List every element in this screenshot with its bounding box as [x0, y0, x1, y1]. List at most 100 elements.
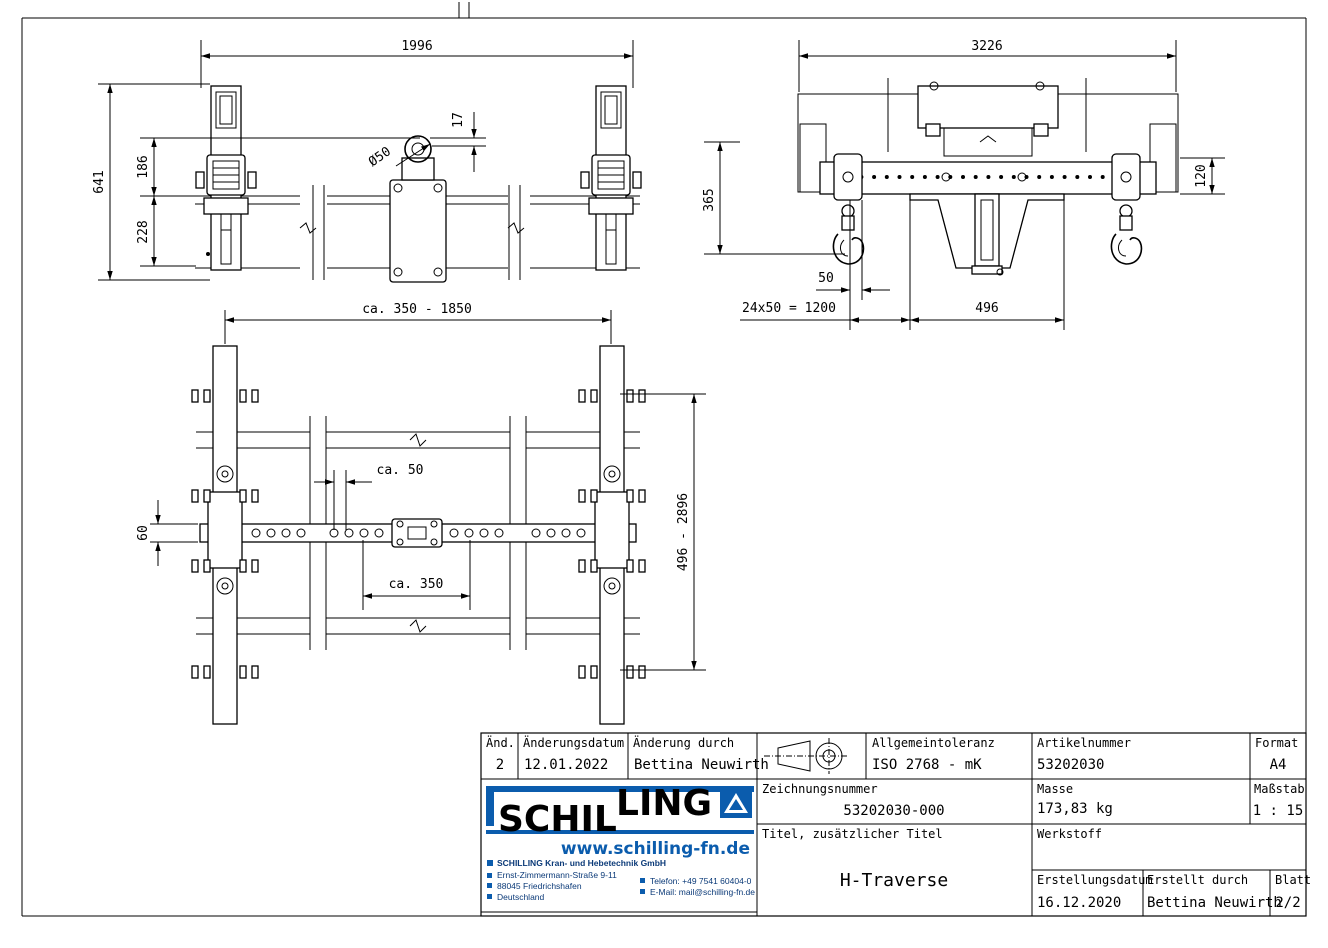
hole	[1088, 175, 1092, 179]
company-country: Deutschland	[497, 892, 545, 902]
dim-top-block: ca. 350	[389, 577, 444, 592]
top-center-trolley	[391, 518, 443, 548]
dim-side-hole-row: 24x50 = 1200	[742, 301, 836, 316]
hole	[374, 528, 384, 538]
projection-symbol-icon	[764, 738, 848, 774]
side-view: 3226 365 50 24x50 = 1200 496 120	[702, 39, 1225, 330]
hole	[884, 175, 889, 179]
label-article-number: Artikelnummer	[1037, 736, 1131, 750]
dim-top-pitch: ca. 50	[377, 463, 424, 478]
hole	[251, 528, 261, 538]
front-left-hanger	[195, 85, 257, 271]
value-changed-by: Bettina Neuwirth	[634, 757, 769, 773]
hole	[464, 528, 474, 538]
label-changed-by: Änderung durch	[633, 735, 734, 750]
hole	[1062, 175, 1067, 179]
company-street: Ernst-Zimmermann-Straße 9-11	[497, 870, 617, 880]
hole	[561, 528, 571, 538]
logo-text-right: LING	[616, 783, 712, 824]
front-right-hanger	[580, 85, 642, 271]
top-hole-row	[251, 528, 586, 538]
hole	[1100, 175, 1105, 179]
dim-side-center-width: 496	[975, 301, 998, 316]
hole	[296, 528, 306, 538]
value-title: H-Traverse	[840, 870, 948, 891]
hole	[449, 528, 459, 538]
title-block: Änd. Änderungsdatum Änderung durch Allge…	[480, 732, 1311, 917]
dim-front-width: 1996	[401, 39, 432, 54]
hole	[266, 528, 276, 538]
dim-front-lower: 228	[136, 220, 151, 243]
company-city: 88045 Friedrichshafen	[497, 881, 582, 891]
label-material: Werkstoff	[1037, 827, 1102, 841]
dim-front-upper: 186	[136, 155, 151, 178]
dim-top-beam-width: 60	[136, 525, 151, 541]
top-right-member	[578, 345, 646, 725]
top-dimensions	[150, 310, 706, 671]
dim-side-width: 3226	[971, 39, 1002, 54]
hole	[961, 175, 965, 179]
value-article-number: 53202030	[1037, 757, 1104, 773]
value-change-date: 12.01.2022	[524, 757, 608, 773]
top-left-member	[191, 345, 259, 725]
top-view: ca. 350 - 1850 ca. 50 ca. 350 60 496 - 2…	[136, 302, 706, 725]
dim-ring-diameter: Ø50	[366, 144, 394, 170]
value-sheet: 2/2	[1275, 895, 1300, 911]
company-phone: Telefon: +49 7541 60404-0	[650, 876, 752, 886]
hole	[1049, 175, 1054, 179]
hole	[897, 175, 902, 179]
value-mass: 173,83 kg	[1037, 801, 1113, 817]
label-change-date: Änderungsdatum	[523, 735, 624, 750]
hole	[999, 175, 1004, 179]
value-format: A4	[1270, 757, 1287, 773]
dim-side-height: 365	[702, 188, 717, 211]
hole	[935, 175, 940, 179]
hole	[1037, 175, 1042, 179]
label-scale: Maßstab	[1254, 782, 1305, 796]
hole	[531, 528, 541, 538]
hole	[494, 528, 504, 538]
front-view: 1996 641 186 228 Ø50 17	[92, 39, 642, 283]
hole	[1075, 175, 1080, 179]
company-logo: SCHIL LING	[486, 783, 754, 840]
label-drawing-number: Zeichnungsnummer	[762, 782, 878, 796]
front-dimensions	[98, 40, 634, 281]
hole	[986, 175, 991, 179]
dim-front-height: 641	[92, 170, 107, 193]
side-right-hook	[1110, 153, 1143, 265]
hole	[344, 528, 354, 538]
hole	[576, 528, 586, 538]
front-center-block	[389, 135, 447, 283]
side-left-hook	[832, 153, 865, 265]
value-created-by: Bettina Neuwirth	[1147, 895, 1282, 911]
dim-top-range: 496 - 2896	[676, 493, 691, 571]
hole	[922, 175, 927, 179]
company-email[interactable]: E-Mail: mail@schilling-fn.de	[650, 887, 755, 897]
company-website[interactable]: www.schilling-fn.de	[561, 839, 750, 859]
hole	[1011, 175, 1016, 179]
hole	[546, 528, 556, 538]
label-title: Titel, zusätzlicher Titel	[762, 827, 943, 841]
hole	[281, 528, 291, 538]
label-revision: Änd.	[486, 735, 515, 750]
hole	[910, 175, 915, 179]
label-general-tolerance: Allgemeintoleranz	[872, 736, 995, 750]
label-created-by: Erstellt durch	[1147, 873, 1248, 887]
label-sheet: Blatt	[1275, 873, 1311, 887]
hole	[973, 175, 978, 179]
side-dimensions	[704, 40, 1225, 330]
dim-side-pitch: 50	[818, 271, 834, 286]
value-revision: 2	[496, 757, 504, 773]
side-top-block	[917, 85, 1059, 129]
dim-side-beam-height: 120	[1194, 164, 1209, 187]
company-name: SCHILLING Kran- und Hebetechnik GmbH	[497, 858, 666, 868]
value-drawing-number: 53202030-000	[843, 803, 944, 819]
hole	[329, 528, 339, 538]
logo-text-left: SCHIL	[498, 799, 617, 840]
dim-top-span: ca. 350 - 1850	[362, 302, 472, 317]
hole	[359, 528, 369, 538]
dim-ring-offset: 17	[451, 112, 466, 128]
label-mass: Masse	[1037, 782, 1073, 796]
value-general-tolerance: ISO 2768 - mK	[872, 757, 982, 773]
